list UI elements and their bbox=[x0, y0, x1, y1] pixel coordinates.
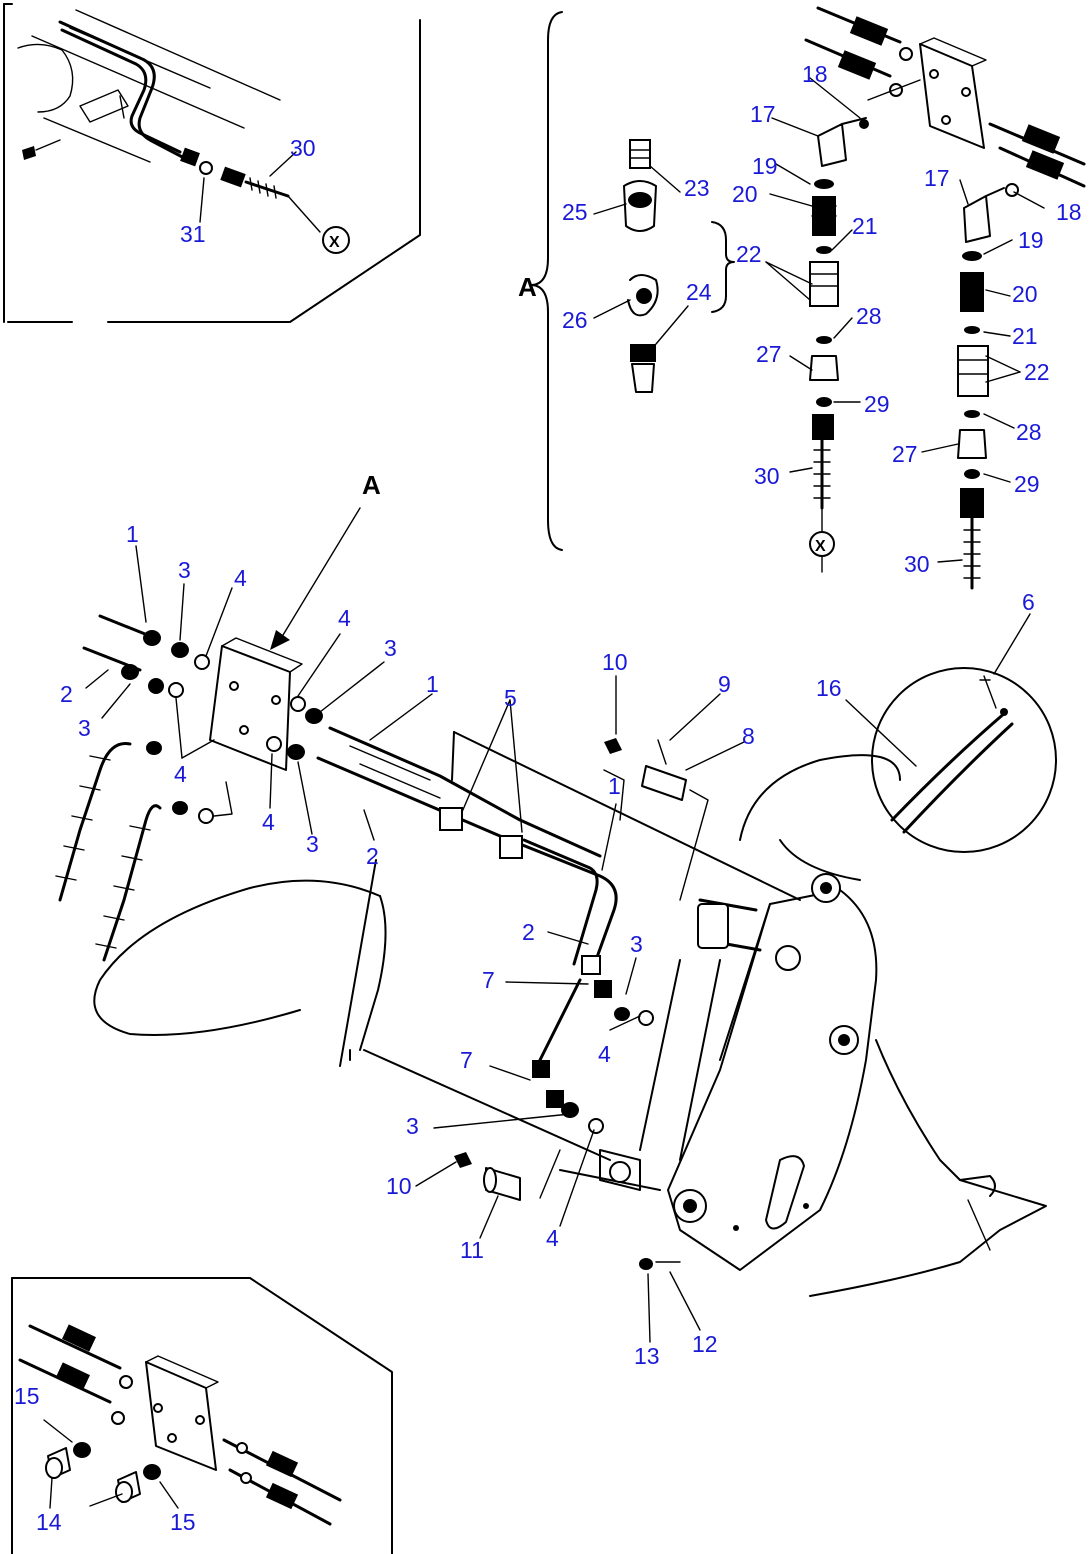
callout-21: 21 bbox=[1012, 323, 1038, 349]
inset-top-left bbox=[3, 3, 421, 323]
callout-9: 9 bbox=[718, 671, 731, 697]
callout-28: 28 bbox=[856, 303, 882, 329]
callout-30: 30 bbox=[904, 551, 930, 577]
callout-24: 24 bbox=[686, 279, 712, 305]
callout-15: 15 bbox=[14, 1383, 40, 1409]
callout-11: 11 bbox=[460, 1237, 484, 1263]
callout-22: 22 bbox=[1024, 359, 1050, 385]
callout-17: 17 bbox=[750, 101, 776, 127]
callout-4: 4 bbox=[338, 605, 351, 631]
callout-26: 26 bbox=[562, 307, 588, 333]
callout-27: 27 bbox=[756, 341, 782, 367]
callout-6: 6 bbox=[1022, 589, 1035, 615]
view-arrow-letter-a: A bbox=[362, 470, 381, 500]
callout-19: 19 bbox=[752, 153, 778, 179]
callout-28: 28 bbox=[1016, 419, 1042, 445]
callout-23: 23 bbox=[684, 175, 710, 201]
callout-17: 17 bbox=[924, 165, 950, 191]
callout-14: 14 bbox=[36, 1509, 62, 1535]
view-letter-a: A bbox=[518, 272, 537, 302]
callout-4: 4 bbox=[262, 809, 275, 835]
callout-31: 31 bbox=[180, 221, 206, 247]
callout-18: 18 bbox=[802, 61, 828, 87]
callout-4: 4 bbox=[598, 1041, 611, 1067]
callout-30: 30 bbox=[754, 463, 780, 489]
callout-4: 4 bbox=[234, 565, 247, 591]
callout-12: 12 bbox=[692, 1331, 718, 1357]
callout-16: 16 bbox=[816, 675, 842, 701]
callout-18: 18 bbox=[1056, 199, 1082, 225]
fitting-chain-right bbox=[957, 183, 1019, 590]
callout-5: 5 bbox=[504, 685, 517, 711]
view-a-bracket bbox=[531, 11, 735, 551]
callout-25: 25 bbox=[562, 199, 588, 225]
section-marker-x-view-a: X bbox=[815, 538, 826, 555]
callout-4: 4 bbox=[546, 1225, 559, 1251]
callout-4: 4 bbox=[174, 761, 187, 787]
callout-30: 30 bbox=[290, 135, 316, 161]
callout-1: 1 bbox=[608, 773, 621, 799]
callout-2: 2 bbox=[60, 681, 73, 707]
callout-3: 3 bbox=[306, 831, 319, 857]
callout-29: 29 bbox=[864, 391, 890, 417]
callout-10: 10 bbox=[386, 1173, 412, 1199]
callout-7: 7 bbox=[460, 1047, 473, 1073]
callout-27: 27 bbox=[892, 441, 918, 467]
inset-bottom-left bbox=[11, 1277, 393, 1554]
callout-3: 3 bbox=[630, 931, 643, 957]
callout-21: 21 bbox=[852, 213, 878, 239]
callout-22: 22 bbox=[736, 241, 762, 267]
callout-7: 7 bbox=[482, 967, 495, 993]
section-marker-x-top: X bbox=[329, 234, 340, 251]
callout-labels: 30 31 18 17 19 20 21 22 28 27 29 30 17 1… bbox=[14, 61, 1082, 1535]
fittings-23-26 bbox=[623, 139, 659, 393]
callout-15: 15 bbox=[170, 1509, 196, 1535]
callout-3: 3 bbox=[406, 1113, 419, 1139]
callout-8: 8 bbox=[742, 723, 755, 749]
callout-13: 13 bbox=[634, 1343, 660, 1369]
bucket-assembly bbox=[55, 614, 1057, 1297]
callout-29: 29 bbox=[1014, 471, 1040, 497]
leader-lines bbox=[43, 77, 1045, 1509]
callout-20: 20 bbox=[1012, 281, 1038, 307]
callout-2: 2 bbox=[366, 843, 379, 869]
view-a-block bbox=[804, 6, 1086, 188]
fitting-chain-left bbox=[809, 117, 869, 573]
callout-19: 19 bbox=[1018, 227, 1044, 253]
callout-1: 1 bbox=[426, 671, 439, 697]
callout-3: 3 bbox=[178, 557, 191, 583]
callout-3: 3 bbox=[384, 635, 397, 661]
callout-1: 1 bbox=[126, 521, 139, 547]
callout-2: 2 bbox=[522, 919, 535, 945]
callout-20: 20 bbox=[732, 181, 758, 207]
callout-10: 10 bbox=[602, 649, 628, 675]
callout-3: 3 bbox=[78, 715, 91, 741]
